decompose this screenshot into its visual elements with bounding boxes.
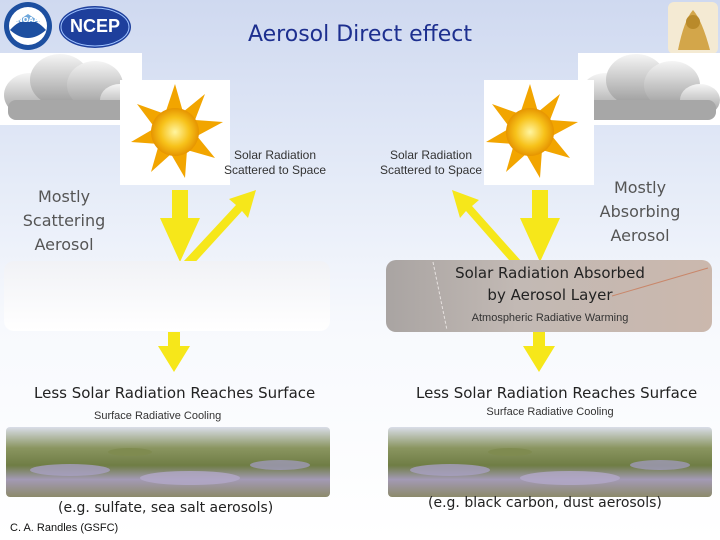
- scattering-aerosol-label: Mostly Scattering Aerosol: [8, 185, 120, 257]
- aerosol-label-line: Mostly: [37, 187, 91, 206]
- aerosol-label-line: Mostly: [613, 178, 667, 197]
- credit-label: C. A. Randles (GSFC): [10, 522, 119, 534]
- scattered-label-line: Scattered to Space: [223, 163, 327, 177]
- incoming-arrow-left: [160, 190, 200, 262]
- aerosol-label-line: Absorbing: [599, 202, 681, 221]
- surface-cooling-label-right: Surface Radiative Cooling: [486, 406, 614, 418]
- absorbed-label: Solar Radiation Absorbed by Aerosol Laye…: [430, 262, 670, 306]
- incoming-arrow-right: [520, 190, 560, 262]
- scatter-arrow-left: [183, 190, 256, 268]
- page-title: Aerosol Direct effect: [247, 22, 473, 47]
- ncep-logo: [59, 6, 131, 48]
- sun-left: [120, 80, 230, 185]
- examples-label-left: (e.g. sulfate, sea salt aerosols): [58, 500, 274, 516]
- scattered-label-line: Solar Radiation: [233, 148, 317, 162]
- surface-label-left: Less Solar Radiation Reaches Surface: [34, 384, 316, 402]
- scatter-arrow-right: [452, 190, 522, 268]
- warming-label: Atmospheric Radiative Warming: [471, 312, 629, 324]
- cloud-right: [578, 53, 720, 125]
- absorbed-label-line: Solar Radiation Absorbed: [455, 264, 645, 282]
- scattered-label-line: Solar Radiation: [389, 148, 473, 162]
- absorbed-label-line: by Aerosol Layer: [487, 286, 613, 304]
- seal-logo: [668, 2, 718, 54]
- scattered-label-line: Scattered to Space: [379, 163, 483, 177]
- sun-right: [484, 80, 594, 185]
- scattered-to-space-label-left: Solar Radiation Scattered to Space: [210, 148, 340, 178]
- ncep-logo-text: NCEP: [69, 16, 120, 36]
- surface-label-right: Less Solar Radiation Reaches Surface: [416, 384, 698, 402]
- aerosol-label-line: Scattering: [22, 211, 106, 230]
- scattering-aerosol-layer: [4, 261, 330, 331]
- scattered-to-space-label-right: Solar Radiation Scattered to Space: [366, 148, 496, 178]
- surface-cooling-label-left: Surface Radiative Cooling: [94, 410, 222, 422]
- aerosol-label-line: Aerosol: [610, 226, 670, 245]
- examples-label-right: (e.g. black carbon, dust aerosols): [428, 495, 662, 511]
- noaa-logo-text: NOAA: [16, 16, 40, 24]
- noaa-logo: [4, 2, 52, 50]
- absorbing-aerosol-label: Mostly Absorbing Aerosol: [590, 176, 690, 248]
- aerosol-label-line: Aerosol: [34, 235, 94, 254]
